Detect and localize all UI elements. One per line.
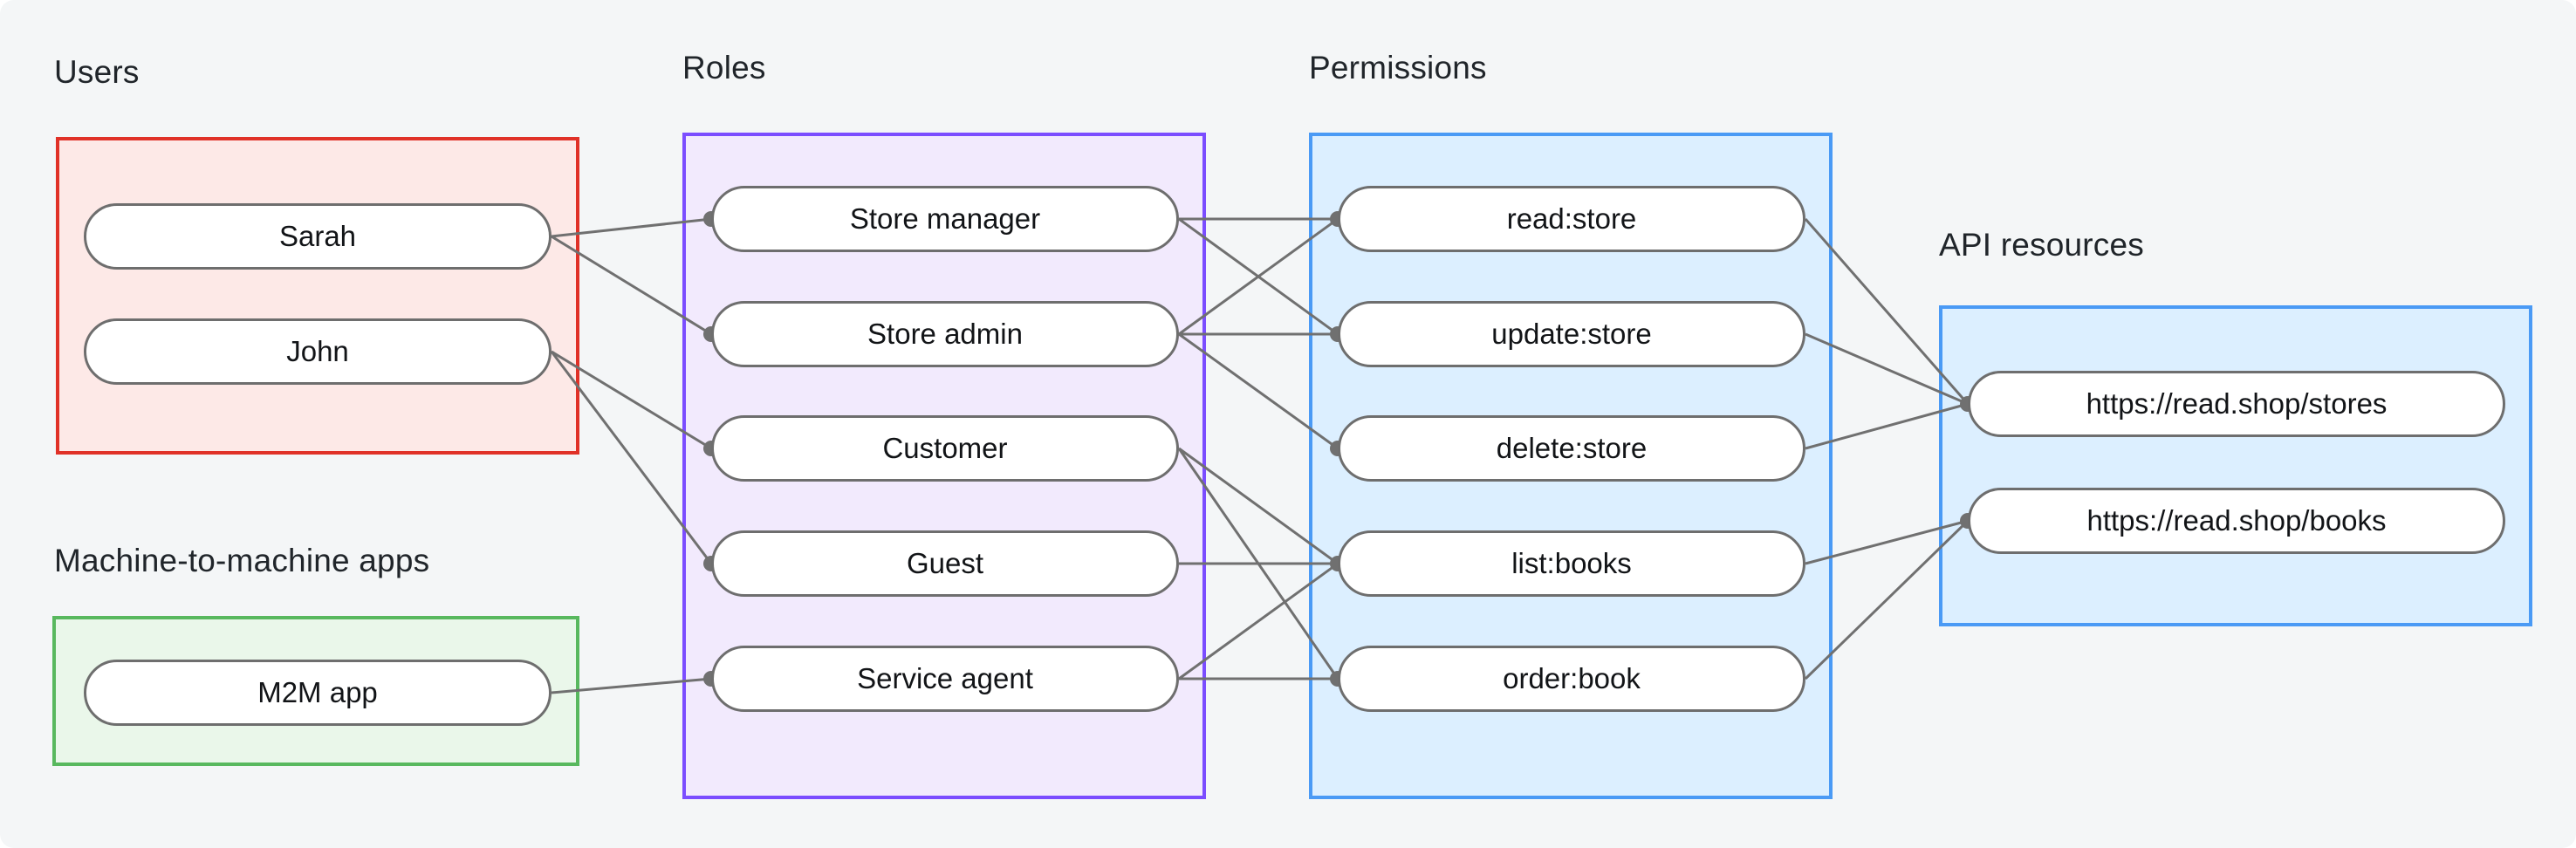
node-read-shop-books[interactable]: https://read.shop/books bbox=[1968, 488, 2505, 554]
node-customer[interactable]: Customer bbox=[711, 415, 1179, 482]
group-box-users bbox=[56, 137, 579, 455]
node-sarah[interactable]: Sarah bbox=[84, 203, 552, 270]
node-m2m-app[interactable]: M2M app bbox=[84, 660, 552, 726]
group-label-permissions: Permissions bbox=[1309, 50, 1487, 85]
node-delete-store[interactable]: delete:store bbox=[1338, 415, 1805, 482]
group-label-api-resources: API resources bbox=[1939, 227, 2144, 263]
node-store-manager[interactable]: Store manager bbox=[711, 186, 1179, 252]
node-order-book[interactable]: order:book bbox=[1338, 646, 1805, 712]
node-read-shop-stores[interactable]: https://read.shop/stores bbox=[1968, 371, 2505, 437]
group-box-api-resources bbox=[1939, 305, 2532, 626]
group-label-roles: Roles bbox=[682, 50, 766, 85]
node-list-books[interactable]: list:books bbox=[1338, 530, 1805, 597]
group-label-users: Users bbox=[54, 54, 140, 90]
node-store-admin[interactable]: Store admin bbox=[711, 301, 1179, 367]
node-guest[interactable]: Guest bbox=[711, 530, 1179, 597]
node-update-store[interactable]: update:store bbox=[1338, 301, 1805, 367]
node-service-agent[interactable]: Service agent bbox=[711, 646, 1179, 712]
node-john[interactable]: John bbox=[84, 318, 552, 385]
group-label-m2m-apps: Machine-to-machine apps bbox=[54, 543, 430, 578]
node-read-store[interactable]: read:store bbox=[1338, 186, 1805, 252]
